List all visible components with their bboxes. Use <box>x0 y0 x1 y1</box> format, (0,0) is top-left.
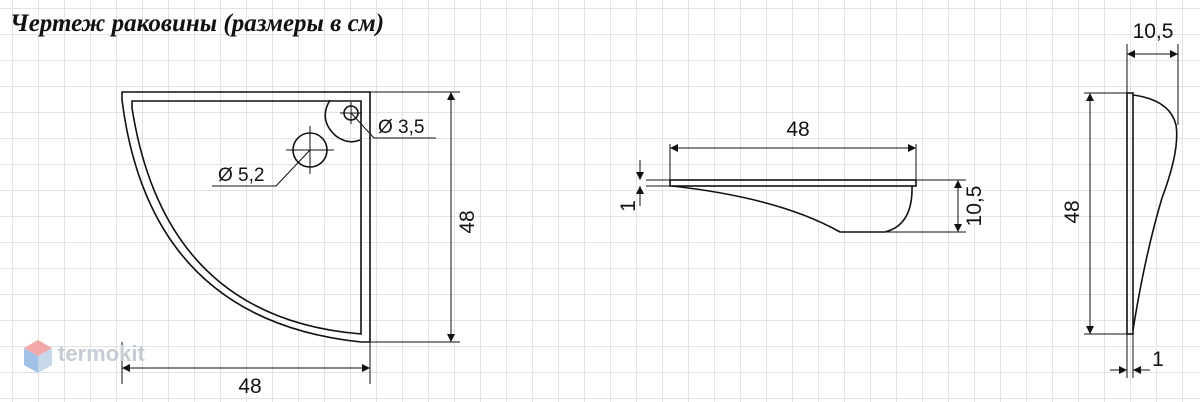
front-bowl <box>671 185 913 233</box>
side-height-label: 10,5 <box>1133 20 1174 43</box>
termokit-logo-icon <box>24 340 52 373</box>
side-depth-label: 48 <box>1061 200 1084 223</box>
side-rim <box>1126 92 1134 335</box>
sink-outer-outline <box>121 91 371 343</box>
front-width-label: 48 <box>786 118 809 141</box>
front-height-label: 10,5 <box>963 186 986 227</box>
top-depth-label: 48 <box>456 210 479 233</box>
faucet-hole-diameter-label: Ø 3,5 <box>378 117 424 138</box>
front-view-dimension-lines <box>636 144 966 233</box>
top-view <box>121 91 371 343</box>
drain-hole-diameter-label: Ø 5,2 <box>218 165 264 186</box>
faucet-boss <box>324 99 361 143</box>
side-rim-label: 1 <box>1152 348 1164 371</box>
side-bowl <box>1132 94 1178 331</box>
side-view-dimension-lines <box>1084 44 1179 378</box>
front-rim-label: 1 <box>617 200 640 212</box>
front-view <box>669 179 917 233</box>
brand-watermark: termokit <box>58 341 145 366</box>
top-width-label: 48 <box>238 375 261 398</box>
drawing-title: Чертеж раковины (размеры в см) <box>10 10 385 37</box>
top-view-dimension-lines <box>121 91 460 384</box>
front-rim <box>669 179 917 187</box>
sink-inner-bowl <box>131 100 362 335</box>
side-view <box>1126 92 1178 335</box>
